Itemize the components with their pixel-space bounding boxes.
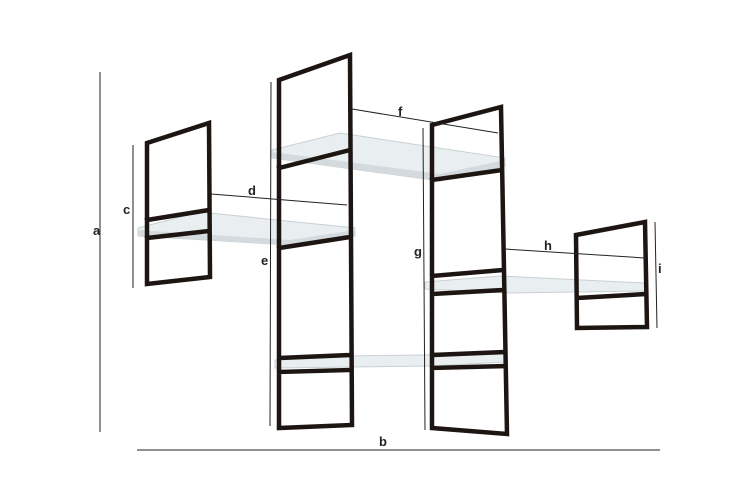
dimension-labels: a b c d e f g h i (93, 104, 662, 449)
label-g: g (414, 244, 422, 259)
dim-line-i (654, 221, 658, 329)
frame-small-right (573, 219, 650, 331)
frame-small-left (144, 119, 213, 287)
shelves (137, 132, 646, 369)
label-h: h (544, 238, 552, 253)
dim-line-e (269, 81, 272, 427)
dimension-lines (99, 72, 660, 451)
frame-tall-right (429, 104, 510, 437)
dim-line-d (210, 193, 348, 206)
metal-frames (144, 51, 650, 437)
label-b: b (379, 434, 387, 449)
label-f: f (398, 104, 403, 119)
dim-line-f (351, 108, 499, 134)
label-e: e (261, 253, 268, 268)
label-d: d (248, 183, 256, 198)
frame-tall-left (276, 51, 355, 431)
dim-line-g (422, 127, 426, 431)
label-i: i (658, 261, 662, 276)
label-c: c (123, 202, 130, 217)
label-a: a (93, 223, 101, 238)
dim-line-h (504, 248, 646, 259)
shelf-top-edge (272, 152, 505, 181)
